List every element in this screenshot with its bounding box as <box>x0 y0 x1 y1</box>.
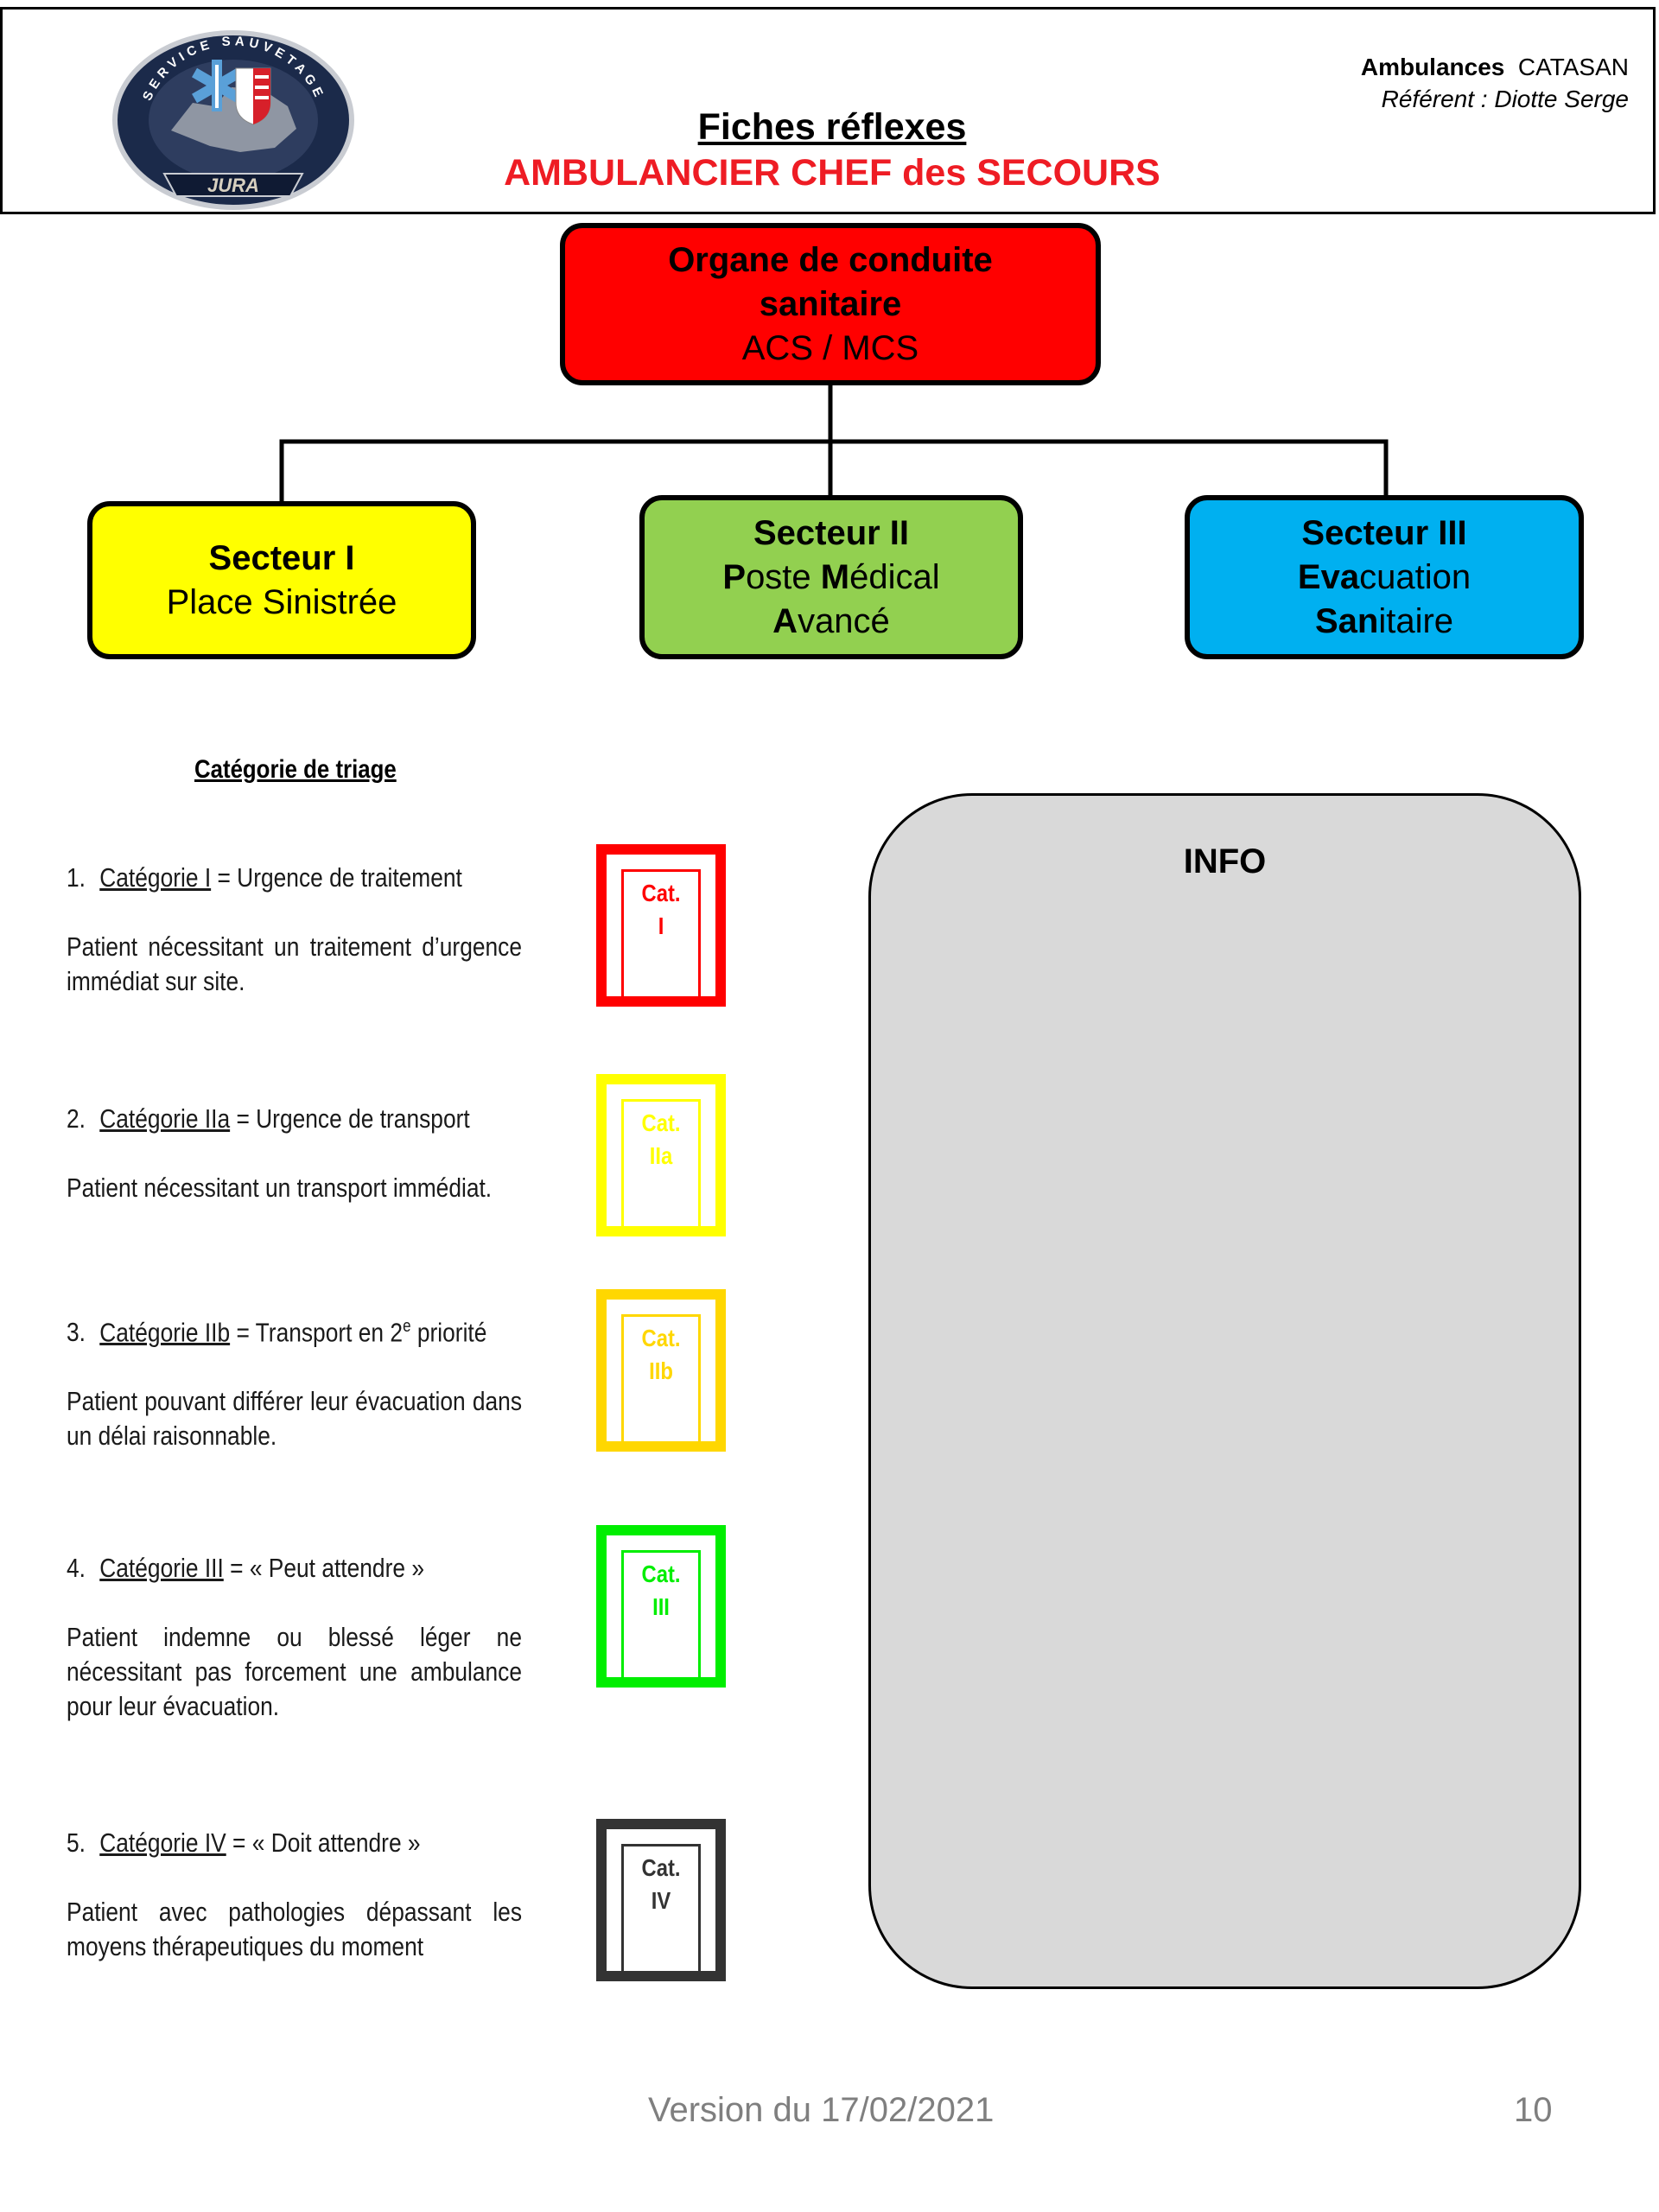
info-panel: INFO <box>868 793 1581 1989</box>
sector-3-bold-eva: Eva <box>1297 557 1360 596</box>
sector-1-box: Secteur I Place Sinistrée <box>87 501 476 659</box>
tag-label: Cat. <box>641 1854 681 1881</box>
orgchart-connectors <box>279 385 1389 501</box>
triage-item-heading: 5. Catégorie IV = « Doit attendre » <box>67 1826 493 1860</box>
item-category-meaning: = Urgence de transport <box>230 1103 470 1134</box>
page-subtitle: AMBULANCIER CHEF des SECOURS <box>504 152 1160 194</box>
sector-3-text-itaire: itaire <box>1378 601 1454 640</box>
sector-1-label: Place Sinistrée <box>166 582 397 621</box>
tag-label: Cat. <box>641 1325 681 1351</box>
triage-tag-cat-2b: Cat. IIb <box>596 1289 726 1452</box>
tag-category: IV <box>651 1887 671 1914</box>
item-category-meaning-a: = Transport en 2 <box>230 1317 404 1348</box>
top-box-line1: Organe de conduite <box>668 240 993 279</box>
triage-tag-cat-2a: Cat. IIa <box>596 1074 726 1236</box>
item-number: 3. <box>67 1317 86 1348</box>
triage-tag-cat-4: Cat. IV <box>596 1819 726 1981</box>
item-number: 2. <box>67 1103 86 1134</box>
sector-3-line3: Sanitaire <box>1190 600 1579 644</box>
item-category: Catégorie IIa <box>99 1103 231 1134</box>
page-number: 10 <box>1514 2091 1553 2129</box>
item-category: Catégorie I <box>99 862 212 893</box>
sector-2-bold-a: A <box>772 601 798 640</box>
triage-item-heading: 2. Catégorie IIa = Urgence de transport <box>67 1102 493 1136</box>
triage-item-2: 2. Catégorie IIa = Urgence de transport P… <box>67 1102 568 1205</box>
sector-2-text-oste: oste <box>746 557 821 596</box>
triage-item-description: Patient pouvant différer leur évacuation… <box>67 1386 522 1452</box>
referent-text: Référent : Diotte Serge <box>1381 86 1629 112</box>
item-category: Catégorie IIb <box>99 1317 231 1348</box>
sector-3-box: Secteur III Evacuation Sanitaire <box>1185 495 1584 659</box>
sector-3-text-cuation: cuation <box>1359 557 1471 596</box>
sector-2-text-edical: édical <box>849 557 940 596</box>
item-category-meaning: = « Doit attendre » <box>226 1827 421 1858</box>
triage-item-description: Patient nécessitant un transport immédia… <box>67 1173 493 1203</box>
triage-item-1: 1. Catégorie I = Urgence de traitement Pa… <box>67 861 568 999</box>
item-number: 1. <box>67 862 86 893</box>
tag-category: I <box>658 912 664 939</box>
top-box-line2: sanitaire <box>759 284 902 323</box>
triage-item-description: Patient avec pathologies dépassant les m… <box>67 1897 522 1961</box>
organization-name: CATASAN <box>1517 54 1629 80</box>
tag-label: Cat. <box>641 880 681 906</box>
triage-item-heading: 3. Catégorie IIb = Transport en 2e priori… <box>67 1309 493 1350</box>
tag-category: IIb <box>649 1357 673 1384</box>
triage-item-heading: 4. Catégorie III = « Peut attendre » <box>67 1551 493 1586</box>
organization-info: Ambulances CATASAN Référent : Diotte Ser… <box>1361 51 1629 115</box>
triage-item-5: 5. Catégorie IV = « Doit attendre » Patie… <box>67 1826 568 1964</box>
sector-2-line2: Poste Médical <box>645 556 1018 600</box>
sector-2-line3: Avancé <box>645 600 1018 644</box>
page-header: SERVICE SAUVETAGE JURA Fiches réflexes A… <box>0 7 1656 214</box>
info-panel-title: INFO <box>1183 842 1267 880</box>
item-number: 4. <box>67 1553 86 1583</box>
item-category: Catégorie III <box>99 1553 224 1583</box>
triage-item-description: Patient nécessitant un traitement d’urge… <box>67 931 522 996</box>
sector-2-bold-p: P <box>722 557 747 596</box>
item-category-meaning-b: priorité <box>410 1317 487 1348</box>
sector-2-bold-m: M <box>820 557 850 596</box>
sector-2-box: Secteur II Poste Médical Avancé <box>639 495 1023 659</box>
sector-3-bold-san: San <box>1314 601 1379 640</box>
logo-banner-text: JURA <box>207 175 259 196</box>
item-category: Catégorie IV <box>99 1827 226 1858</box>
sector-1-title: Secteur I <box>208 538 355 577</box>
triage-item-heading: 1. Catégorie I = Urgence de traitement <box>67 861 493 895</box>
triage-item-description: Patient indemne ou blessé léger ne néces… <box>67 1622 522 1721</box>
referent-line: Référent : Diotte Serge <box>1361 83 1629 115</box>
organization-label: Ambulances <box>1360 54 1505 80</box>
tag-label: Cat. <box>641 1109 681 1136</box>
triage-item-3: 3. Catégorie IIb = Transport en 2e priori… <box>67 1309 568 1453</box>
tag-category: III <box>652 1593 670 1620</box>
top-box-line3: ACS / MCS <box>741 328 919 367</box>
sector-3-line2: Evacuation <box>1190 556 1579 600</box>
sector-2-title: Secteur II <box>753 513 910 552</box>
item-category-meaning: = Urgence de traitement <box>211 862 462 893</box>
page-title: Fiches réflexes <box>697 106 967 148</box>
organization-line: Ambulances CATASAN <box>1361 51 1629 83</box>
item-category-meaning: = « Peut attendre » <box>223 1553 425 1583</box>
sector-2-text-vance: vancé <box>798 601 890 640</box>
service-sauvetage-jura-logo: SERVICE SAUVETAGE JURA <box>112 30 354 210</box>
triage-item-4: 4. Catégorie III = « Peut attendre » Pati… <box>67 1551 568 1724</box>
footer-version: Version du 17/02/2021 <box>648 2091 995 2129</box>
tag-label: Cat. <box>641 1560 681 1587</box>
item-number: 5. <box>67 1827 86 1858</box>
triage-section-title: Catégorie de triage <box>194 755 397 784</box>
triage-tag-cat-3: Cat. III <box>596 1525 726 1688</box>
sector-3-title: Secteur III <box>1301 513 1467 552</box>
tag-category: IIa <box>649 1142 673 1169</box>
triage-tag-cat-1: Cat. I <box>596 844 726 1007</box>
item-superscript: e <box>403 1317 411 1336</box>
orgchart-top-box: Organe de conduite sanitaire ACS / MCS <box>560 223 1101 385</box>
connector-horizontal <box>279 439 1389 501</box>
